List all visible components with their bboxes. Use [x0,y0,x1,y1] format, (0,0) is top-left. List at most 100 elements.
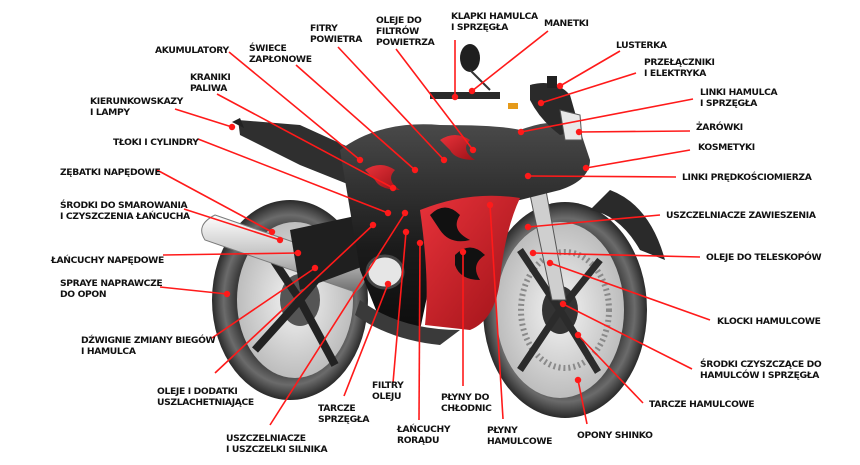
part-label-line: I SPRZĘGŁA [451,22,509,33]
part-label-line: LINKI HAMULCA [700,87,778,98]
callout-dot-akumulatory [356,156,364,164]
part-label-line: SPRAYE NAPRAWCZE [60,278,163,289]
part-label-line: I HAMULCA [81,346,136,357]
part-label-line: DŹWIGNIE ZMIANY BIEGÓW [81,335,216,346]
part-label-line: I SPRZĘGŁA [700,98,758,109]
callout-dot-tloki [384,209,392,217]
callout-dot-klapki [451,93,459,101]
callout-dot-oleje-teleskopow [529,249,537,257]
part-label-akumulatory: AKUMULATORY [155,45,229,56]
part-label-line: FILTRÓW [376,26,419,37]
part-label-line: PALIWA [190,83,228,94]
callout-dot-swiece [411,166,419,174]
part-label-line: DO OPON [60,289,107,300]
part-label-line: OLEJE DO [376,15,422,26]
part-label-line: ŁAŃCUCHY NAPĘDOWE [51,255,164,266]
callout-dot-klocki [546,259,554,267]
part-label-line: FITRY [310,23,338,34]
callout-line-plyny-hamulcowe [489,204,504,420]
callout-dot-uszczelniacze-zawieszenia [524,223,532,231]
callout-dot-spraye [223,290,231,298]
mirror-right [547,76,557,88]
part-label-line: USZLACHETNIAJĄCE [157,397,254,408]
part-label-line: ŻARÓWKI [696,122,743,133]
part-label-line: KIERUNKOWSKAZY [90,96,183,107]
part-label-line: HAMULCÓW I SPRZĘGŁA [700,370,820,381]
callout-dot-lancuchy-rozrzadu [416,239,424,247]
part-label-oleje-teleskopow: OLEJE DO TELESKOPÓW [706,252,822,263]
part-label-line: TARCZE [318,403,356,414]
part-label-line: USZCZELNIACZE [226,433,306,444]
callout-line-uszczelniacze-zawieszenia [527,214,661,228]
part-label-line: KOSMETYKI [698,142,755,153]
callout-dot-lusterka [556,82,564,90]
callout-line-lusterka [559,50,621,87]
part-label-line: PŁYNY DO [441,392,490,403]
callout-dot-fitry [440,156,448,164]
part-label-line: ŚRODKI DO SMAROWANIA [60,200,188,211]
callout-line-linki-predkosciomierza [527,175,677,178]
callout-line-tloki [197,138,389,214]
part-label-line: I USZCZELKI SILNIKA [226,444,328,455]
callout-line-dzwignie [211,267,316,339]
part-label-line: ŚRODKI CZYSZCZĄCE DO [700,359,822,370]
part-label-line: POWIETRZA [376,37,435,48]
callout-dot-manetki [468,87,476,95]
front-wheel [483,190,665,418]
callout-dot-opony [574,376,582,384]
part-label-line: MANETKI [544,18,589,29]
part-label-line: ŁAŃCUCHY [397,424,451,435]
part-label-line: ŚWIECE [249,43,287,54]
callout-line-lancuchy-napedowe [162,252,299,256]
part-label-line: KLOCKI HAMULCOWE [717,316,821,327]
callout-line-kosmetyki [585,149,691,169]
callout-line-przelaczniki [540,72,637,104]
callout-line-kierunkowskazy [174,108,233,128]
part-label-line: OPONY SHINKO [577,430,653,441]
part-label-line: OLEJU [372,391,402,402]
callout-dot-srodki-smarowania [276,236,284,244]
callout-line-oleje-teleskopow [532,252,701,258]
part-label-line: I CZYSZCZENIA ŁAŃCUCHA [60,211,190,222]
callout-dot-tarcze-hamulcowe [574,331,582,339]
callout-dot-kosmetyki [582,164,590,172]
callout-line-spraye [159,286,228,295]
callout-line-akumulatory [228,51,361,161]
part-label-line: OLEJE DO TELESKOPÓW [706,252,822,263]
part-label-linki-predkosciomierza: LINKI PRĘDKOŚCIOMIERZA [682,172,812,183]
part-label-line: FILTRY [372,380,404,391]
callout-dot-filtry-oleju [402,228,410,236]
callout-dot-lancuchy-napedowe [294,249,302,257]
part-label-line: LINKI PRĘDKOŚCIOMIERZA [682,172,812,183]
callout-line-linki-hamulca [520,98,694,133]
part-label-line: I ELEKTRYKA [644,68,707,79]
callout-line-klocki [549,262,711,321]
callout-line-lancuchy-rozrzadu [418,242,421,421]
part-label-lusterka: LUSTERKA [616,40,667,51]
part-label-line: PRZEŁĄCZNIKI [644,57,715,68]
callout-line-opony [577,379,588,425]
callout-line-zebatki [156,169,273,233]
callout-line-tarcze-hamulcowe [577,334,644,404]
part-label-zebatki: ZĘBATKI NAPĘDOWE [60,167,161,178]
part-label-manetki: MANETKI [544,18,589,29]
callout-dot-plyny-chlodnic [459,248,467,256]
part-label-line: HAMULCOWE [487,436,553,447]
part-label-line: PŁYNY [487,425,518,436]
part-label-kosmetyki: KOSMETYKI [698,142,755,153]
callout-line-uszczelniacze-silnika [269,212,406,426]
callout-line-swiece [295,64,416,171]
callout-line-fitry [337,46,445,161]
